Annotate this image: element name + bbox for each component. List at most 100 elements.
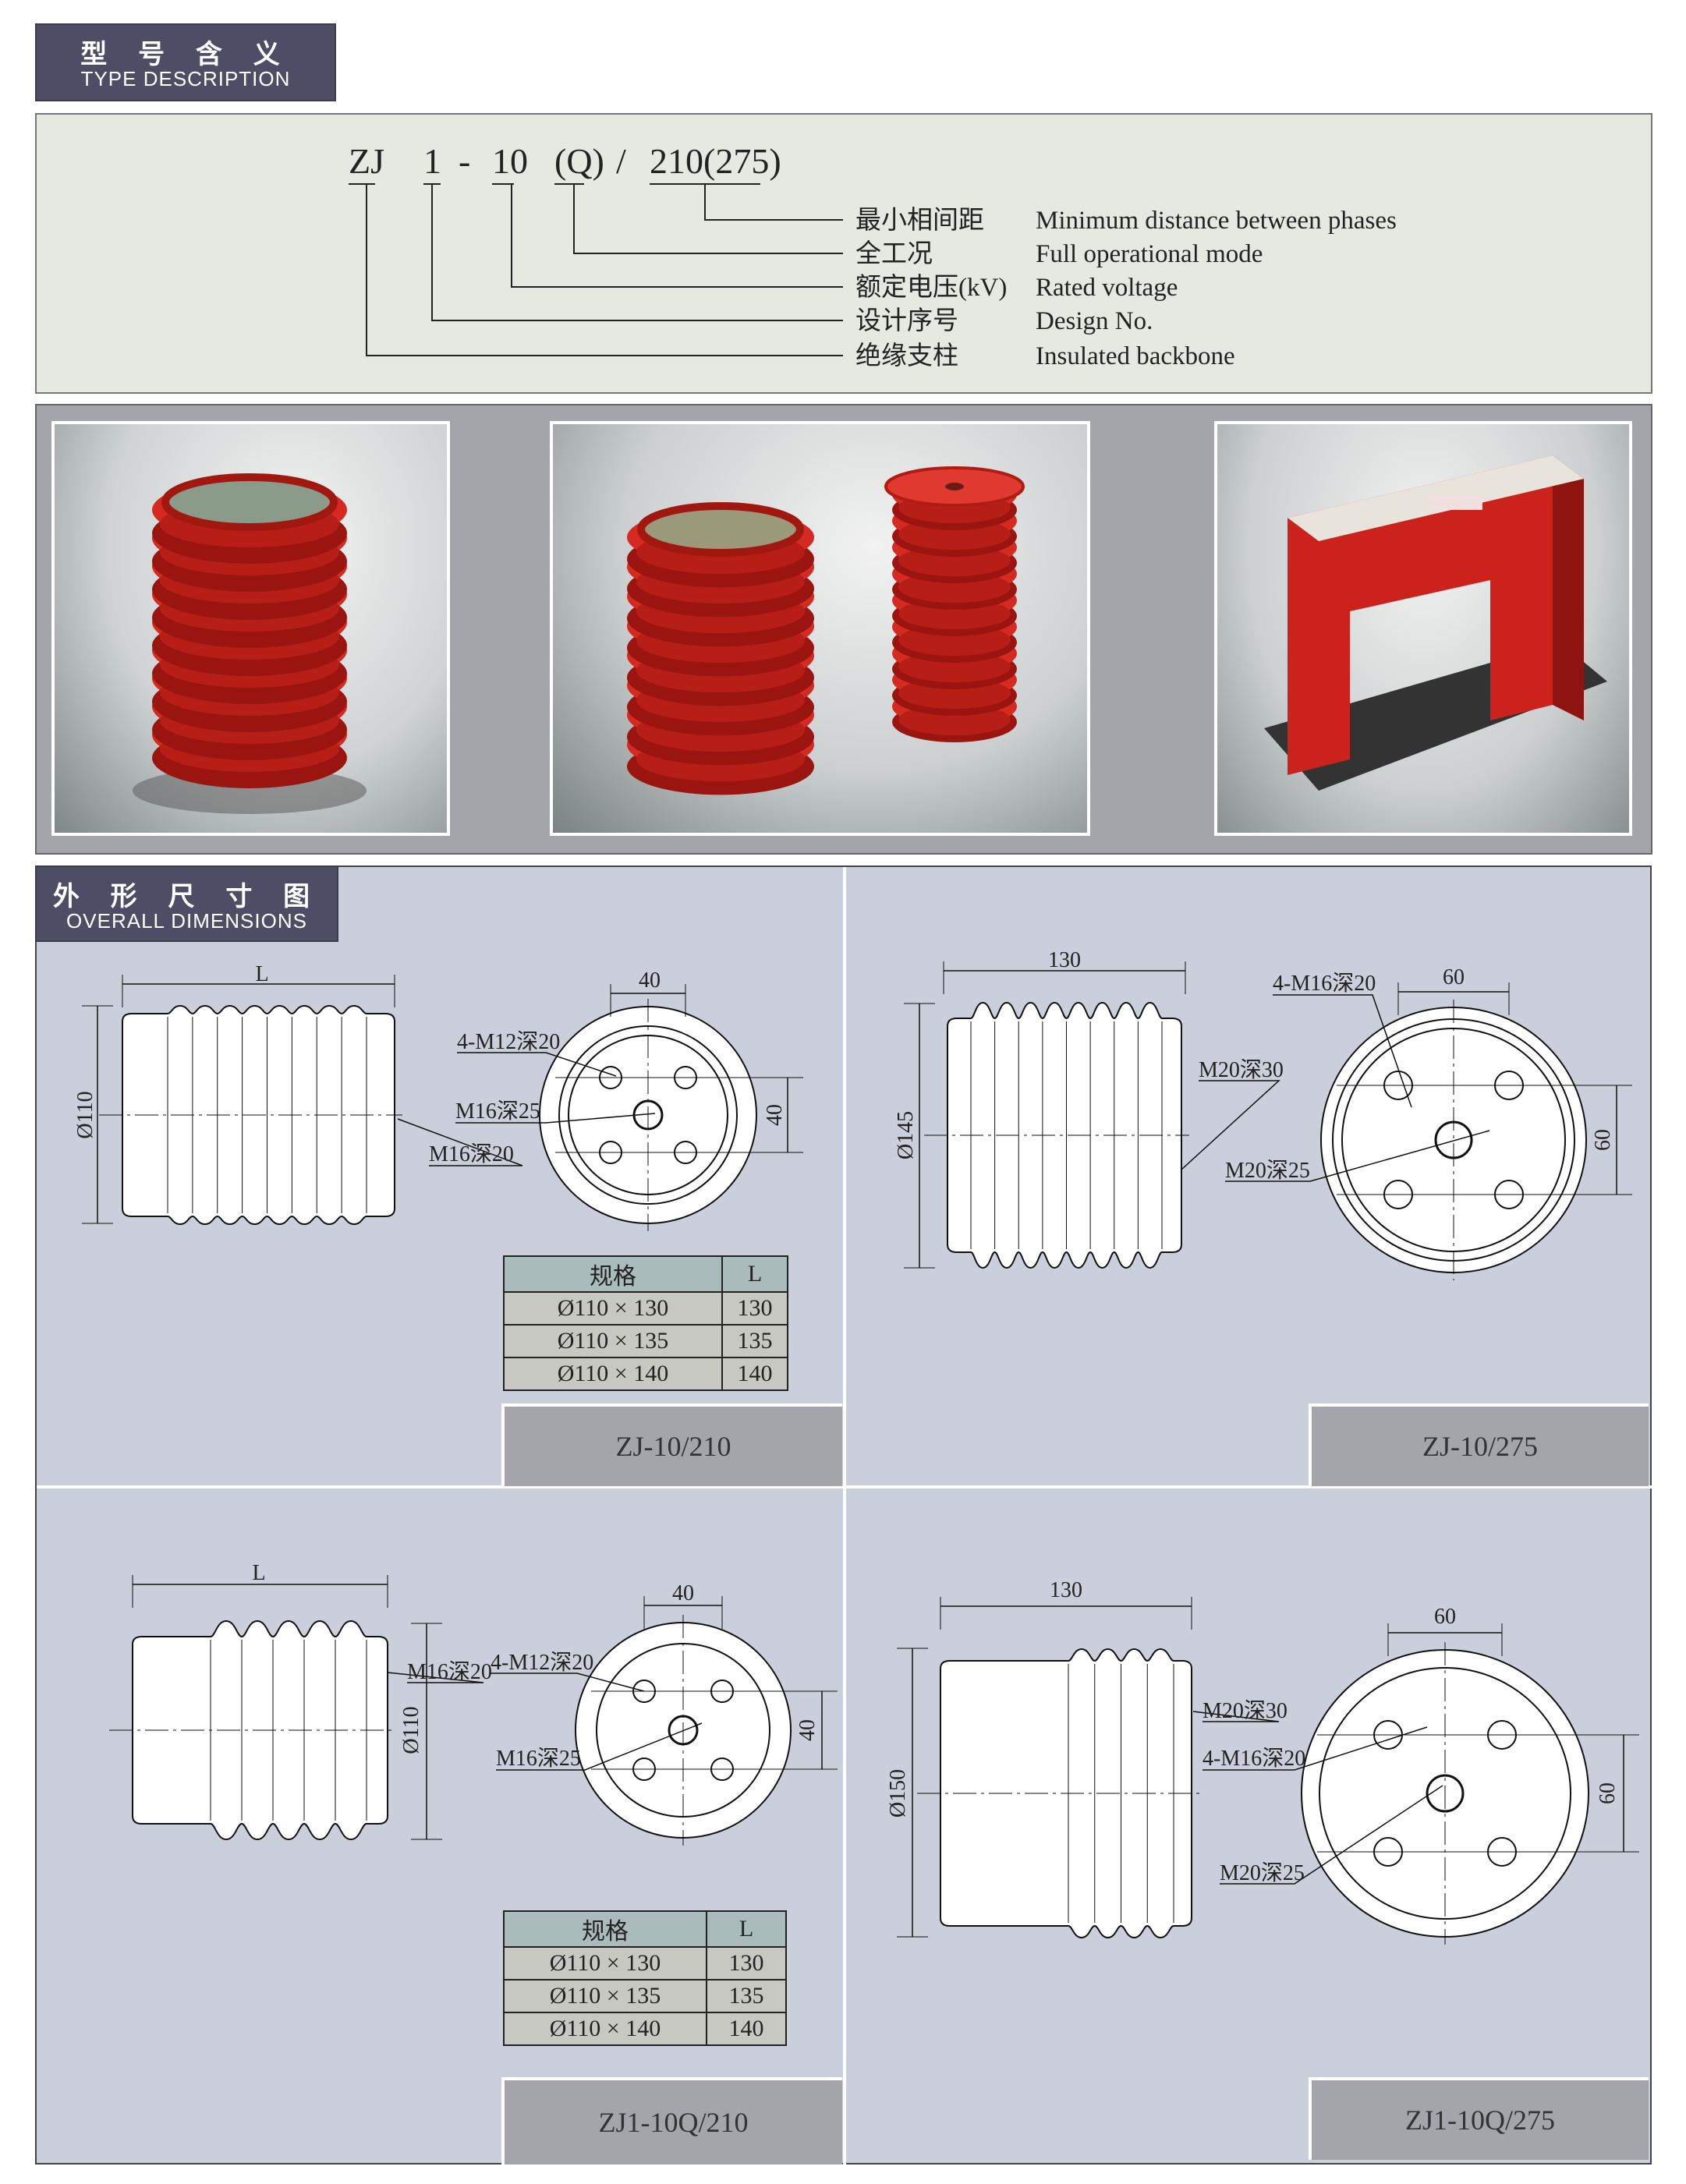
end-view-zj-10-210: [539, 999, 795, 1231]
meaning-cn: 最小相间距: [855, 206, 984, 235]
dims-title-en: OVERALL DIMENSIONS: [66, 909, 307, 933]
type-title-en: TYPE DESCRIPTION: [80, 67, 291, 90]
type-description-panel: [35, 113, 1652, 394]
leader: [457, 1052, 617, 1077]
meaning-en: Minimum distance between phases: [1036, 207, 1397, 235]
leader: [1203, 1726, 1428, 1771]
end-ring: [1319, 1667, 1571, 1920]
leader: [397, 1118, 523, 1166]
horizontal-divider: [37, 1485, 1653, 1488]
side-view-zj1-10q-275: [917, 1648, 1199, 1939]
technical-drawings: [82, 961, 1639, 1945]
code-design: 1: [423, 141, 441, 181]
dim-side: 60: [1591, 1129, 1615, 1151]
overall-dimensions-tag: 外 形 尺 寸 图 OVERALL DIMENSIONS: [35, 865, 338, 942]
cell: 130: [706, 1946, 787, 1980]
cell: Ø110 × 130: [503, 1291, 723, 1326]
model-label-zj1-10q-210: ZJ1-10Q/210: [501, 2077, 842, 2165]
leader: [387, 1672, 484, 1683]
callout: 4-M12深20: [457, 1030, 560, 1054]
dim-top: 40: [639, 968, 661, 993]
cell: 140: [721, 1357, 788, 1391]
callout: M16深20: [429, 1142, 514, 1166]
dim-diameter: Ø110: [399, 1706, 423, 1754]
meaning-cn: 全工况: [855, 239, 933, 268]
leader: [491, 1673, 645, 1692]
model-label-zj-10-275: ZJ-10/275: [1309, 1403, 1649, 1486]
cell: Ø110 × 140: [503, 2012, 707, 2046]
dim-diameter: Ø145: [894, 1111, 918, 1159]
product-photos: [35, 404, 1652, 855]
dim-length: 130: [1050, 1578, 1082, 1602]
insulator-side-outline: [947, 1001, 1182, 1269]
leader: [1192, 1711, 1280, 1722]
dim-top: 60: [1443, 965, 1465, 989]
code-voltage: 10: [492, 141, 528, 181]
type-code: ZJ 1 - 10 (Q) / 210(275): [349, 141, 781, 181]
type-title-cn: 型 号 含 义: [80, 39, 291, 70]
leader: [1220, 1785, 1443, 1885]
photo-insulator-1: [51, 421, 450, 836]
insulator-photo-1-graphic: [133, 473, 367, 814]
insulator-photo-2-graphic: [627, 466, 1025, 795]
header-spec: 规格: [503, 1910, 707, 1948]
vertical-divider: [843, 867, 846, 2166]
dim-length: 130: [1048, 948, 1081, 972]
code-zj: ZJ: [349, 141, 384, 181]
end-view-zj1-10q-210: [575, 1615, 830, 1846]
leader: [1273, 994, 1412, 1108]
cell: 135: [706, 1979, 787, 2013]
box-insulator-graphic: [1264, 455, 1607, 791]
code-distance: 210(275): [650, 141, 781, 181]
callout: M20深30: [1199, 1058, 1284, 1082]
cell: Ø110 × 140: [503, 1357, 723, 1391]
meaning-en: Full operational mode: [1036, 240, 1263, 268]
callout: M20深30: [1203, 1699, 1288, 1723]
photo-insulator-3: [1214, 421, 1632, 836]
dim-top: 60: [1434, 1605, 1456, 1629]
side-view-zj-10-210: [99, 1004, 402, 1226]
end-view-zj1-10q-275: [1301, 1642, 1628, 1945]
photo-insulator-2: [550, 421, 1090, 836]
cell: 135: [721, 1324, 788, 1358]
dim-side: 40: [763, 1104, 787, 1126]
leader: [455, 1113, 656, 1124]
meaning-en: Insulated backbone: [1036, 342, 1235, 370]
code-slash: /: [616, 141, 626, 181]
cell: 130: [721, 1291, 788, 1326]
leader: [1225, 1130, 1490, 1182]
meaning-cn: 额定电压(kV): [855, 273, 1007, 302]
cell: Ø110 × 135: [503, 1979, 707, 2013]
meaning-en: Rated voltage: [1036, 274, 1178, 302]
dim-diameter: Ø110: [73, 1091, 97, 1138]
meaning-cn: 绝缘支柱: [855, 342, 958, 370]
cell: Ø110 × 130: [503, 1946, 707, 1980]
callout: M16深25: [496, 1747, 581, 1771]
end-ring: [558, 1025, 738, 1205]
leader: [496, 1722, 703, 1771]
dim-diameter: Ø150: [886, 1769, 910, 1818]
side-view-zj-10-275: [924, 1001, 1189, 1269]
dim-length: L: [255, 962, 268, 986]
dim-length: L: [252, 1561, 265, 1585]
dim-side: 60: [1596, 1782, 1620, 1804]
center-hole: [1426, 1774, 1465, 1813]
type-description-tag: 型 号 含 义 TYPE DESCRIPTION: [35, 23, 336, 101]
callout: M20深25: [1220, 1861, 1305, 1885]
dim-side: 40: [795, 1719, 820, 1741]
leader: [1181, 1080, 1280, 1170]
side-view-zj1-10q-210: [109, 1619, 395, 1841]
code-dash: -: [459, 141, 470, 181]
header-spec: 规格: [503, 1255, 723, 1293]
meaning-en: Design No.: [1036, 307, 1153, 335]
meaning-cn: 设计序号: [855, 306, 958, 335]
header-l: L: [706, 1910, 787, 1948]
